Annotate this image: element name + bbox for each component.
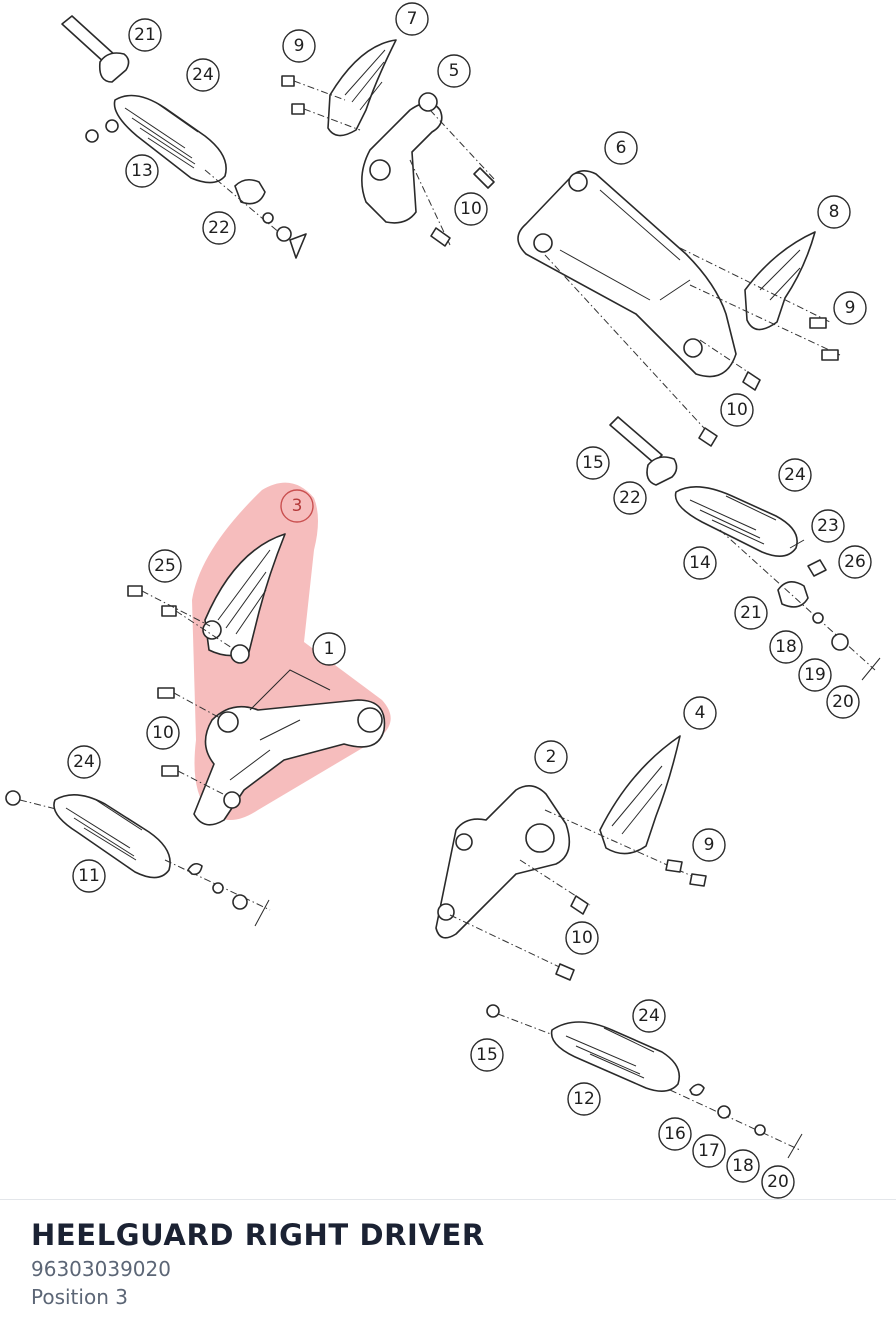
callout-8[interactable]: 8 (817, 195, 851, 229)
svg-text:10: 10 (571, 928, 593, 948)
callout-22[interactable]: 22 (202, 211, 236, 245)
heelguard-bracket-assembly (127, 533, 386, 826)
callout-17[interactable]: 17 (692, 1134, 726, 1168)
svg-text:24: 24 (192, 65, 214, 85)
callout-20[interactable]: 20 (761, 1165, 795, 1199)
callout-13[interactable]: 13 (125, 154, 159, 188)
callout-9[interactable]: 9 (282, 29, 316, 63)
svg-text:24: 24 (73, 752, 95, 772)
svg-text:13: 13 (131, 161, 153, 181)
svg-text:3: 3 (292, 496, 303, 516)
part-info-panel: HEELGUARD RIGHT DRIVER 96303039020 Posit… (0, 1199, 896, 1336)
svg-text:8: 8 (829, 202, 840, 222)
svg-text:1: 1 (324, 639, 335, 659)
svg-text:16: 16 (664, 1124, 686, 1144)
callout-2[interactable]: 2 (534, 740, 568, 774)
callout-10[interactable]: 10 (454, 192, 488, 226)
svg-text:12: 12 (573, 1089, 595, 1109)
svg-text:10: 10 (460, 199, 482, 219)
svg-text:10: 10 (726, 400, 748, 420)
callout-3-selected[interactable]: 3 (280, 489, 314, 523)
svg-text:15: 15 (582, 453, 604, 473)
callout-18[interactable]: 18 (726, 1149, 760, 1183)
svg-text:18: 18 (775, 637, 797, 657)
svg-text:5: 5 (449, 61, 460, 81)
callout-24[interactable]: 24 (632, 999, 666, 1033)
callout-1[interactable]: 1 (312, 632, 346, 666)
callout-18[interactable]: 18 (769, 630, 803, 664)
svg-text:7: 7 (407, 9, 418, 29)
callout-9[interactable]: 9 (833, 291, 867, 325)
svg-text:21: 21 (740, 603, 762, 623)
callout-26[interactable]: 26 (838, 545, 872, 579)
part-number: 96303039020 (31, 1257, 171, 1281)
callout-16[interactable]: 16 (658, 1117, 692, 1151)
callout-10[interactable]: 10 (146, 716, 180, 750)
svg-text:23: 23 (817, 516, 839, 536)
part-title: HEELGUARD RIGHT DRIVER (31, 1218, 485, 1252)
svg-text:9: 9 (845, 298, 856, 318)
callout-12[interactable]: 12 (567, 1082, 601, 1116)
svg-text:21: 21 (134, 25, 156, 45)
svg-text:22: 22 (619, 488, 641, 508)
exploded-parts-diagram: 21 24 13 22 9 7 5 10 6 8 9 10 15 22 24 2… (5, 2, 881, 1199)
callout-11[interactable]: 11 (72, 859, 106, 893)
callout-21[interactable]: 21 (734, 596, 768, 630)
callout-22[interactable]: 22 (613, 481, 647, 515)
footpeg-assembly-top-left (61, 15, 307, 259)
callout-20[interactable]: 20 (826, 685, 860, 719)
svg-text:19: 19 (804, 665, 826, 685)
callout-24[interactable]: 24 (186, 58, 220, 92)
svg-text:6: 6 (616, 138, 627, 158)
callout-6[interactable]: 6 (604, 131, 638, 165)
callout-21[interactable]: 21 (128, 18, 162, 52)
callout-5[interactable]: 5 (437, 54, 471, 88)
bracket-assembly-top-center (281, 39, 496, 247)
callout-24[interactable]: 24 (778, 458, 812, 492)
svg-text:4: 4 (695, 703, 706, 723)
svg-text:24: 24 (638, 1006, 660, 1026)
svg-text:10: 10 (152, 723, 174, 743)
passenger-bracket-assembly (517, 170, 841, 447)
callout-19[interactable]: 19 (798, 658, 832, 692)
callout-9[interactable]: 9 (692, 828, 726, 862)
svg-text:9: 9 (294, 36, 305, 56)
svg-text:20: 20 (767, 1172, 789, 1192)
footpeg-assembly-left-lower (5, 790, 271, 927)
svg-text:11: 11 (78, 866, 100, 886)
svg-text:2: 2 (546, 747, 557, 767)
callout-25[interactable]: 25 (148, 549, 182, 583)
callout-24[interactable]: 24 (67, 745, 101, 779)
svg-text:14: 14 (689, 553, 711, 573)
callout-10[interactable]: 10 (565, 921, 599, 955)
svg-text:18: 18 (732, 1156, 754, 1176)
svg-text:15: 15 (476, 1045, 498, 1065)
callout-4[interactable]: 4 (683, 696, 717, 730)
callout-10[interactable]: 10 (720, 393, 754, 427)
part-position: Position 3 (31, 1285, 128, 1309)
callout-15[interactable]: 15 (470, 1038, 504, 1072)
svg-text:22: 22 (208, 218, 230, 238)
callout-15[interactable]: 15 (576, 446, 610, 480)
footpeg-assembly-right-middle (609, 416, 881, 681)
callout-7[interactable]: 7 (395, 2, 429, 36)
callout-23[interactable]: 23 (811, 509, 845, 543)
driver-bracket-assembly-right (435, 735, 707, 981)
callout-14[interactable]: 14 (683, 546, 717, 580)
svg-text:24: 24 (784, 465, 806, 485)
svg-text:9: 9 (704, 835, 715, 855)
footpeg-assembly-bottom (486, 1004, 803, 1159)
svg-text:25: 25 (154, 556, 176, 576)
svg-text:17: 17 (698, 1141, 720, 1161)
svg-text:20: 20 (832, 692, 854, 712)
svg-text:26: 26 (844, 552, 866, 572)
